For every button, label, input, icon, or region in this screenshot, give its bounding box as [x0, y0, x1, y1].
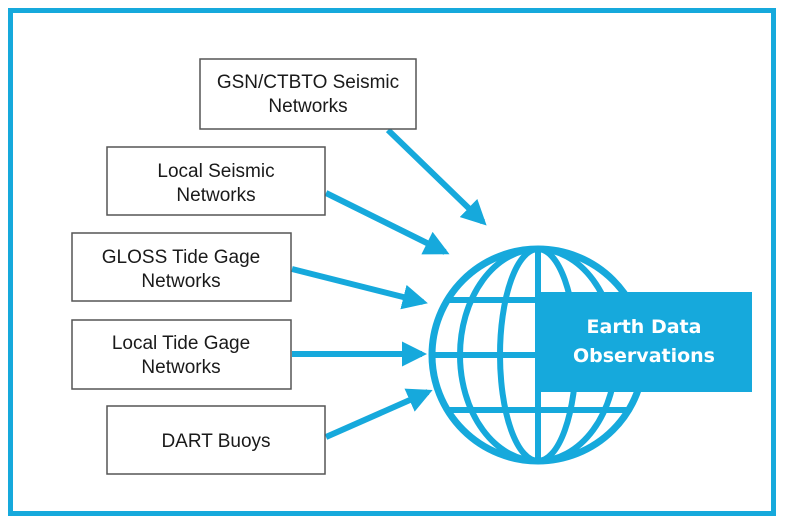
target-badge: Earth Data Observations [536, 292, 752, 392]
source-box-gloss: GLOSS Tide Gage Networks [71, 232, 292, 302]
source-label-gsn-line-1: GSN/CTBTO Seismic [217, 72, 399, 93]
source-label-local-seismic-line-2: Networks [176, 185, 255, 206]
source-label-gloss-line-2: Networks [141, 271, 220, 292]
source-label-gloss-line-1: GLOSS Tide Gage [102, 247, 260, 268]
target-label-line-1: Earth Data [587, 316, 702, 338]
source-box-local-seismic: Local Seismic Networks [106, 146, 326, 216]
source-label-gsn-line-2: Networks [268, 96, 347, 117]
target-badge-background [536, 292, 752, 392]
arrow-dart [324, 388, 433, 440]
source-label-local-tide-line-2: Networks [141, 357, 220, 378]
source-label-local-seismic-line-1: Local Seismic [157, 161, 274, 182]
arrows [291, 127, 487, 440]
source-box-local-tide: Local Tide Gage Networks [71, 319, 292, 390]
arrow-gloss [291, 266, 428, 310]
target-label-line-2: Observations [573, 345, 715, 367]
source-box-dart: DART Buoys [106, 405, 326, 475]
source-label-local-tide-line-1: Local Tide Gage [112, 333, 250, 354]
arrow-local-seismic [324, 190, 450, 255]
arrow-gsn [385, 127, 487, 226]
source-box-gsn: GSN/CTBTO Seismic Networks [199, 58, 417, 130]
source-label-dart: DART Buoys [161, 431, 270, 452]
